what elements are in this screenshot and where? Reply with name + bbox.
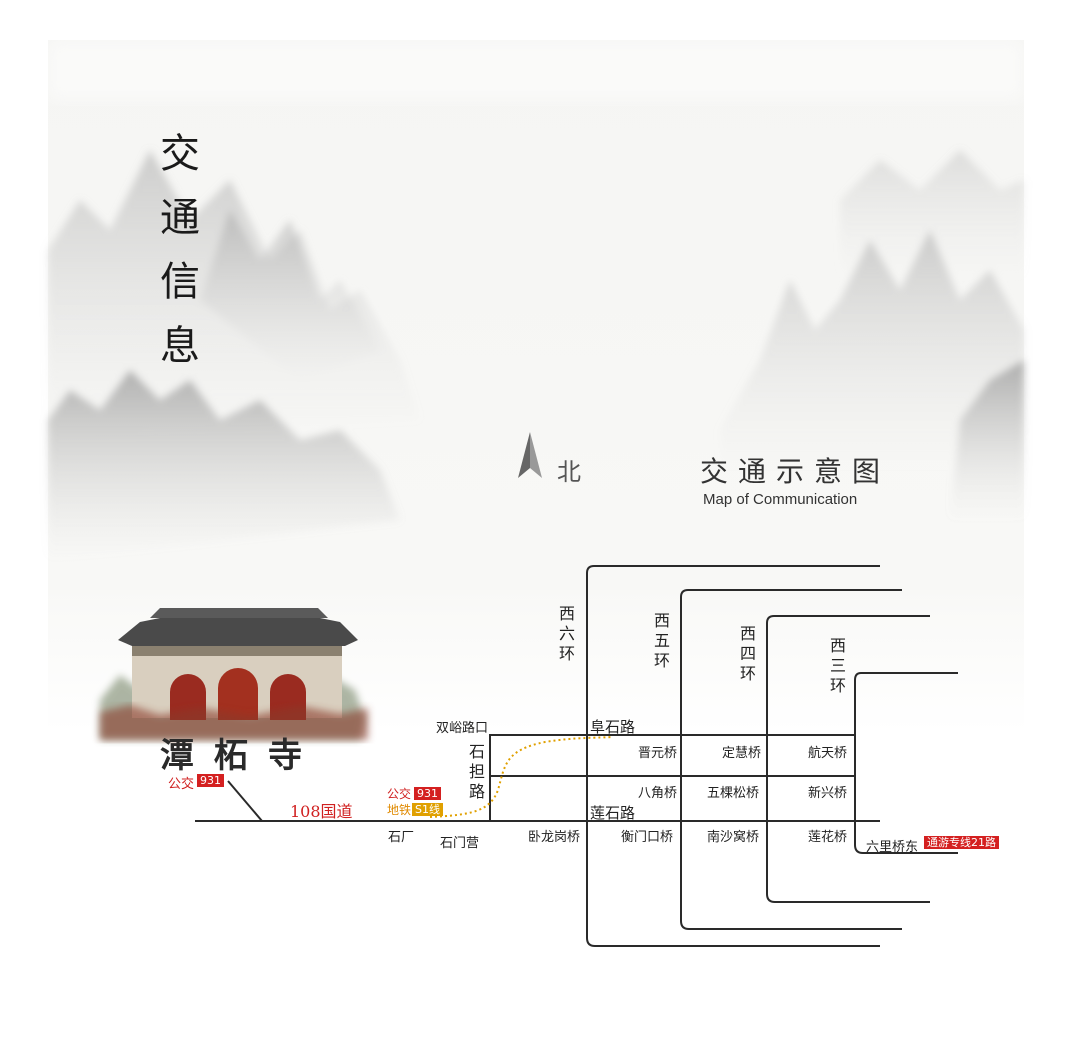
- road-ring4-label: 西四环: [739, 624, 756, 683]
- title-char-3: 信: [160, 259, 200, 305]
- bridge-dinghui: 定慧桥: [722, 746, 762, 761]
- map-title: 交通示意图: [700, 455, 891, 488]
- place-shichang: 石厂: [388, 830, 415, 845]
- ring4-road: [766, 615, 930, 903]
- bridge-lianhua: 莲花桥: [808, 830, 848, 845]
- title-char-4: 息: [160, 323, 200, 369]
- north-arrow-icon: [518, 432, 542, 478]
- bridge-hangtian: 航天桥: [808, 746, 848, 761]
- temple-illustration: [100, 608, 368, 740]
- place-shimenying: 石门营: [440, 836, 480, 851]
- g108-branch: [227, 780, 263, 822]
- title-char-1: 交: [160, 131, 200, 177]
- road-network: [195, 565, 958, 947]
- ring3-road: [854, 672, 958, 854]
- road-lianshi-label: 莲石路: [590, 804, 636, 822]
- road-ring6-label: 西六环: [558, 604, 575, 663]
- ring5-road: [680, 589, 902, 930]
- title-char-2: 通: [160, 195, 200, 241]
- bus-number-shichang: 931: [414, 787, 441, 800]
- bridge-hengmenkou: 衡门口桥: [621, 830, 674, 845]
- road-fushi-label: 阜石路: [590, 718, 636, 736]
- tourist-line-badge: 通游专线21路: [924, 836, 999, 849]
- road-shidan-label: 石担路: [468, 742, 485, 801]
- road-ring5-label: 西五环: [653, 611, 670, 670]
- bus-number-temple: 931: [197, 774, 224, 787]
- temple-name: 潭柘寺: [160, 736, 322, 776]
- bridge-wukesong: 五棵松桥: [707, 786, 760, 801]
- bridge-wolonggang: 卧龙岗桥: [528, 830, 581, 845]
- metro-line-name: S1线: [412, 803, 443, 816]
- metro-label: 地铁: [387, 803, 412, 817]
- right-mountains: [720, 150, 1024, 520]
- metro-line-s1: [429, 736, 613, 818]
- bridge-xinxing: 新兴桥: [808, 786, 848, 801]
- bridge-jinyuan: 晋元桥: [638, 746, 678, 761]
- bus-label-shichang: 公交: [387, 787, 412, 801]
- place-liuliqiao: 六里桥东: [866, 840, 919, 855]
- bus-label-temple: 公交: [168, 777, 195, 792]
- page-title-vertical: 交 通 信 息: [152, 128, 208, 372]
- place-shuangyu: 双峪路口: [436, 721, 489, 736]
- map-subtitle: Map of Communication: [703, 491, 858, 508]
- ring6-road: [586, 565, 880, 947]
- bridge-bajiao: 八角桥: [638, 786, 678, 801]
- bridge-nanshawo: 南沙窝桥: [707, 830, 760, 845]
- road-ring3-label: 西三环: [829, 636, 846, 695]
- left-mountains: [48, 150, 420, 560]
- g108-label: 108国道: [290, 802, 353, 821]
- north-label: 北: [557, 458, 581, 486]
